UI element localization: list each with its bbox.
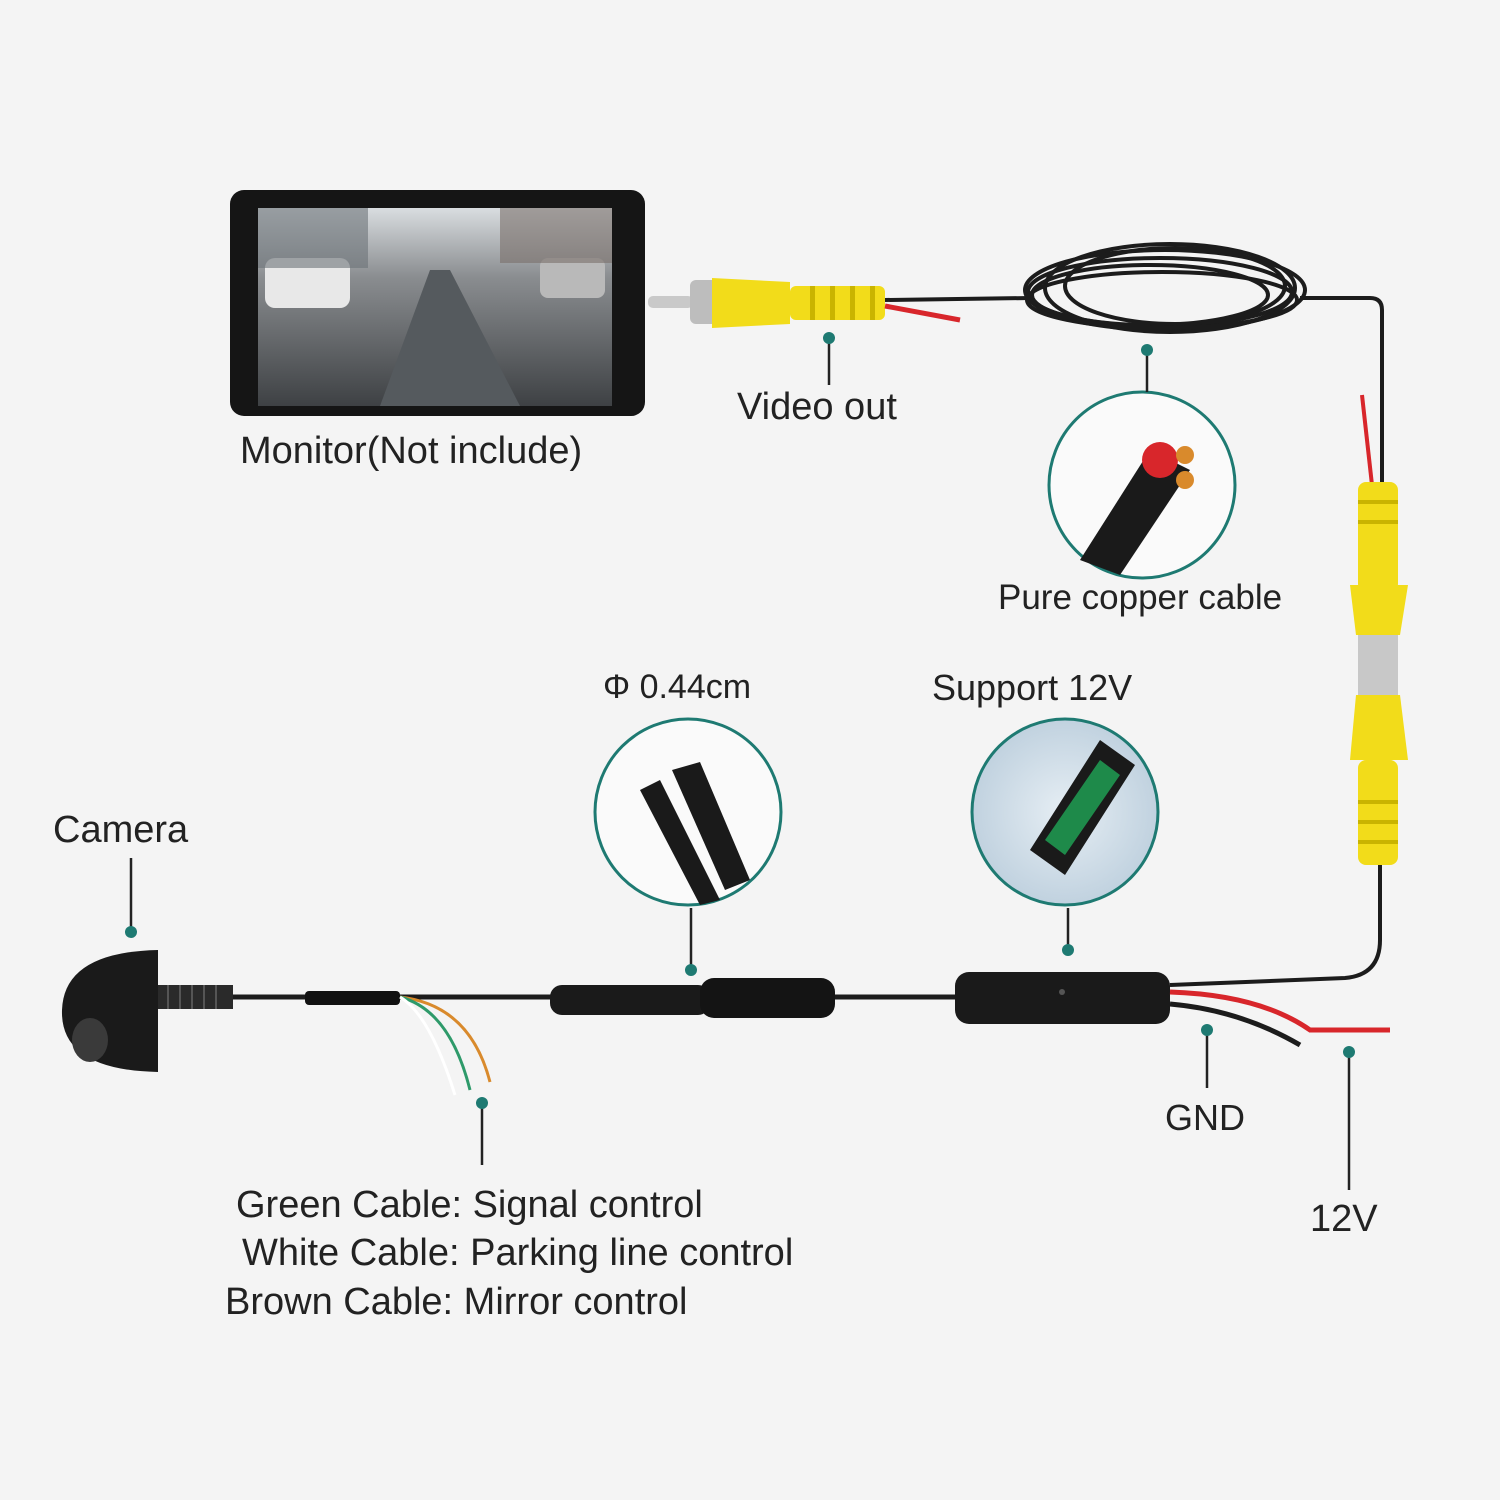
pcb-detail (970, 717, 1160, 907)
red-wire-12v (1169, 989, 1390, 1033)
camera-image (61, 950, 400, 1072)
leader-lines (129, 340, 1351, 1190)
connector-detail (593, 717, 783, 907)
control-wires (399, 995, 492, 1096)
gnd-label: GND (1165, 1097, 1245, 1138)
aviation-connector (550, 978, 835, 1018)
support-12v-label: Support 12V (932, 667, 1133, 708)
rca-coupler (1350, 482, 1408, 865)
diameter-label: Φ 0.44cm (603, 668, 752, 706)
pure-copper-label: Pure copper cable (998, 578, 1283, 617)
marker-dots (125, 332, 1355, 1109)
12v-label: 12V (1310, 1198, 1378, 1240)
camera-label: Camera (53, 809, 189, 851)
monitor-image (230, 190, 645, 416)
legend-white-cable: White Cable: Parking line control (242, 1232, 794, 1274)
legend-brown-cable: Brown Cable: Mirror control (225, 1281, 688, 1323)
power-filter-box (955, 972, 1170, 1024)
black-wire-gnd (1169, 1001, 1302, 1048)
coiled-cable (1023, 242, 1307, 334)
copper-cable-detail (1047, 390, 1237, 580)
legend-green-cable: Green Cable: Signal control (236, 1184, 703, 1226)
video-cable (1300, 296, 1384, 485)
monitor-label: Monitor(Not include) (240, 430, 583, 472)
video-out-label: Video out (737, 386, 897, 428)
rca-video-plug (648, 278, 1031, 328)
